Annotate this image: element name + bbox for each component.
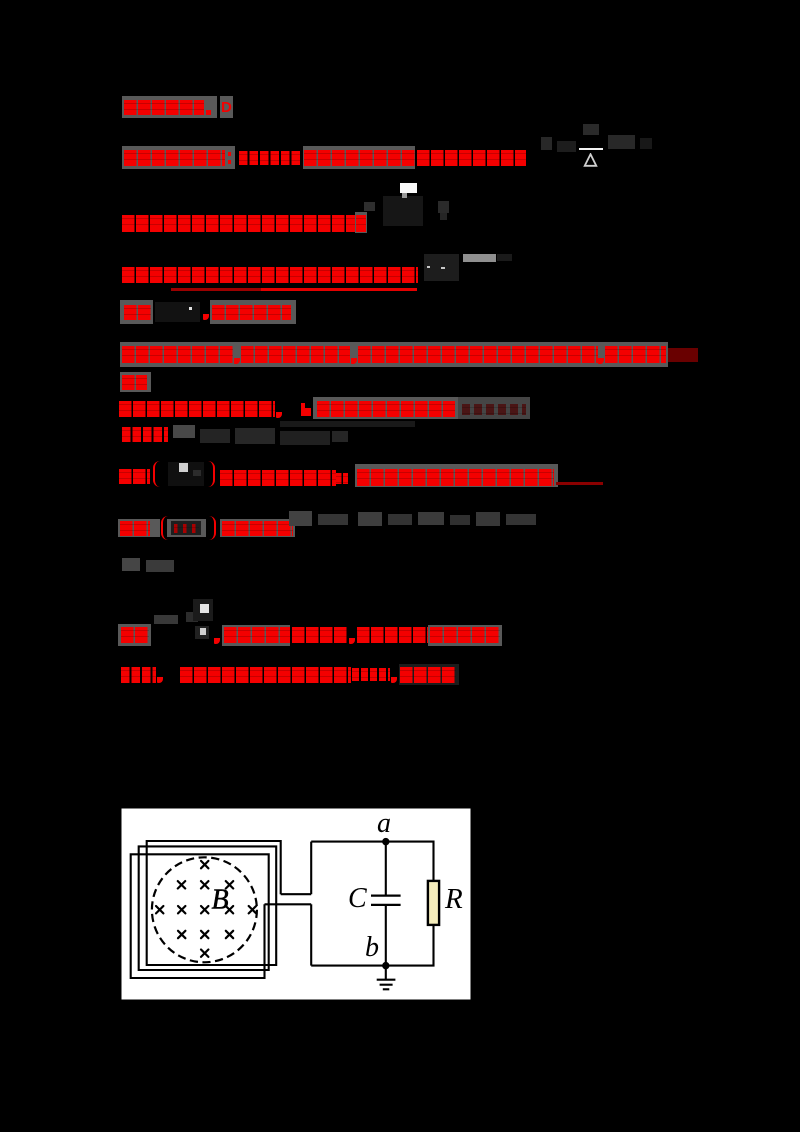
svg-text:B: B — [212, 885, 229, 916]
svg-text:b: b — [365, 932, 379, 963]
svg-text:R: R — [444, 883, 463, 915]
svg-text:a: a — [377, 808, 391, 839]
svg-text:C: C — [348, 883, 367, 914]
